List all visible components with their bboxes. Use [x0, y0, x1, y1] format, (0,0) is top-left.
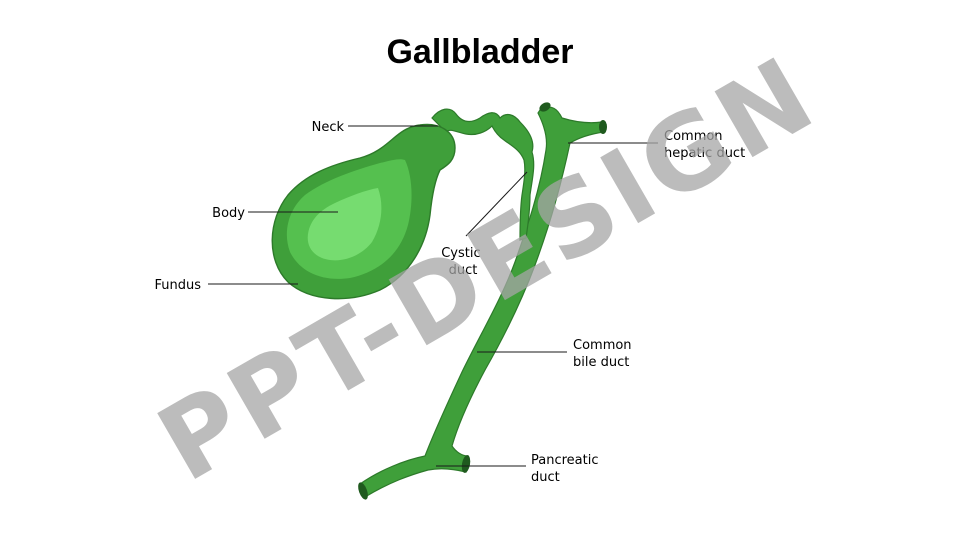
label-neck: Neck: [312, 120, 345, 135]
duodenal-opening: [358, 482, 368, 500]
label-common-hepatic-duct: Common hepatic duct: [664, 129, 745, 161]
page-title: Gallbladder: [386, 33, 573, 71]
labels: Neck Body Fundus Cystic duct Common hepa…: [154, 120, 745, 485]
label-fundus: Fundus: [154, 278, 201, 293]
anatomy-illustration: [271, 102, 607, 500]
watermark-text: PPT-DESIGN: [138, 32, 835, 505]
cystic-duct-tube: [431, 108, 535, 241]
label-pancreatic-duct: Pancreatic duct: [531, 453, 603, 485]
label-common-bile-duct: Common bile duct: [573, 338, 636, 370]
label-body: Body: [212, 206, 245, 221]
gallbladder-inner-layer: [307, 188, 382, 261]
hepatic-duct-opening: [599, 120, 607, 134]
pancreatic-duct-opening: [461, 455, 471, 473]
label-cystic-duct: Cystic duct: [441, 246, 485, 278]
cystic-duct-leader: [465, 171, 528, 237]
leader-lines: [208, 125, 658, 467]
upper-duct-opening: [539, 102, 551, 112]
